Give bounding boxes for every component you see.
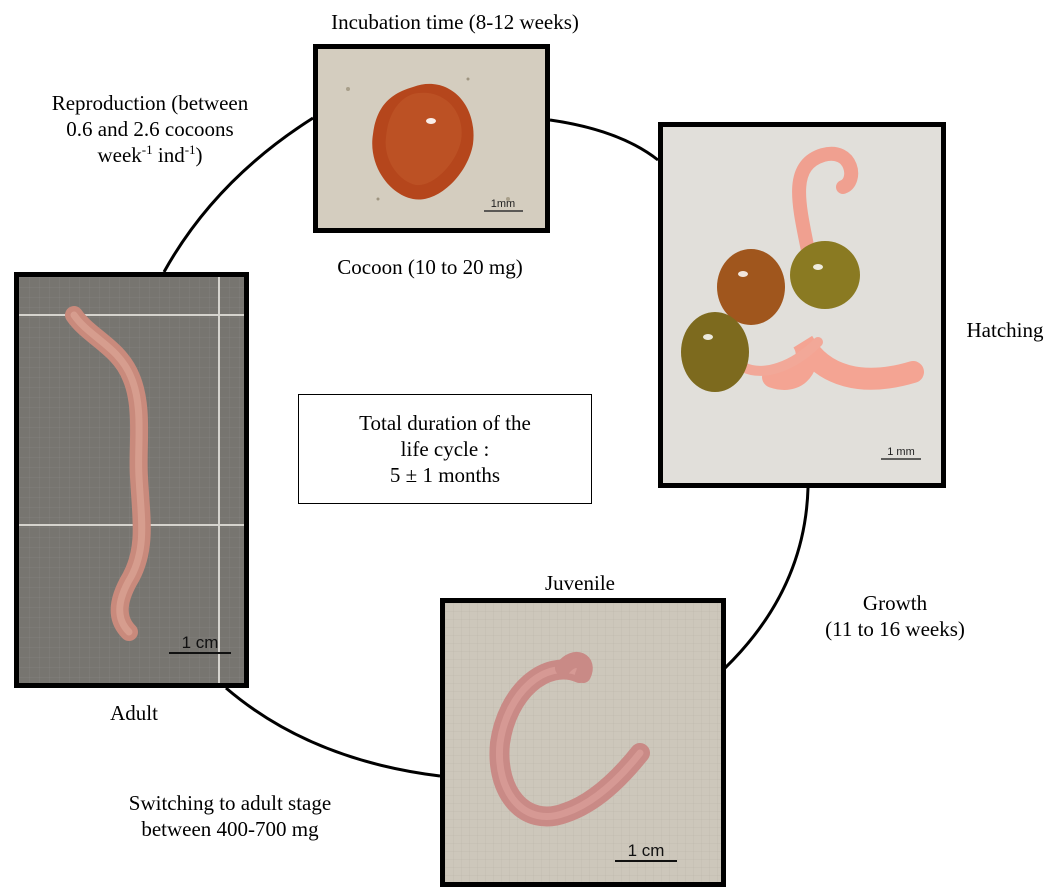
reproduction-line-1: Reproduction (between xyxy=(0,90,300,116)
reproduction-line-2: 0.6 and 2.6 cocoons xyxy=(0,116,300,142)
adult-label: Adult xyxy=(94,700,174,726)
arc-cocoon-to-hatching xyxy=(550,120,658,160)
hatching-scale-label: 1 mm xyxy=(887,446,915,458)
juvenile-scale-label: 1 cm xyxy=(628,841,665,860)
total-duration-text: Total duration of the life cycle : 5 ± 1… xyxy=(359,410,531,488)
cocoon-scale-label: 1mm xyxy=(491,198,515,210)
total-duration-box: Total duration of the life cycle : 5 ± 1… xyxy=(298,394,592,504)
cocoon-egg-1 xyxy=(717,249,785,325)
adult-scale-label: 1 cm xyxy=(182,633,219,652)
growth-label: Growth (11 to 16 weeks) xyxy=(790,590,1000,642)
switching-line-2: between 400-700 mg xyxy=(80,816,380,842)
cocoon-label: Cocoon (10 to 20 mg) xyxy=(300,254,560,280)
growth-line-1: Growth xyxy=(790,590,1000,616)
hatching-photo: 1 mm xyxy=(658,122,946,488)
cocoon-photo: 1mm xyxy=(313,44,550,233)
cocoon-egg-3 xyxy=(681,312,749,392)
growth-line-2: (11 to 16 weeks) xyxy=(790,616,1000,642)
cocoon-egg-2 xyxy=(790,241,860,309)
adult-photo: 1 cm xyxy=(14,272,249,688)
switching-line-1: Switching to adult stage xyxy=(80,790,380,816)
switching-label: Switching to adult stage between 400-700… xyxy=(80,790,380,842)
juvenile-label: Juvenile xyxy=(520,570,640,596)
hatching-label: Hatching xyxy=(954,317,1056,343)
arc-juvenile-to-adult xyxy=(226,688,440,776)
juvenile-photo: 1 cm xyxy=(440,598,726,887)
reproduction-label: Reproduction (between 0.6 and 2.6 cocoon… xyxy=(0,90,300,168)
reproduction-line-3: week-1 ind-1) xyxy=(0,142,300,168)
incubation-label: Incubation time (8-12 weeks) xyxy=(277,9,633,35)
